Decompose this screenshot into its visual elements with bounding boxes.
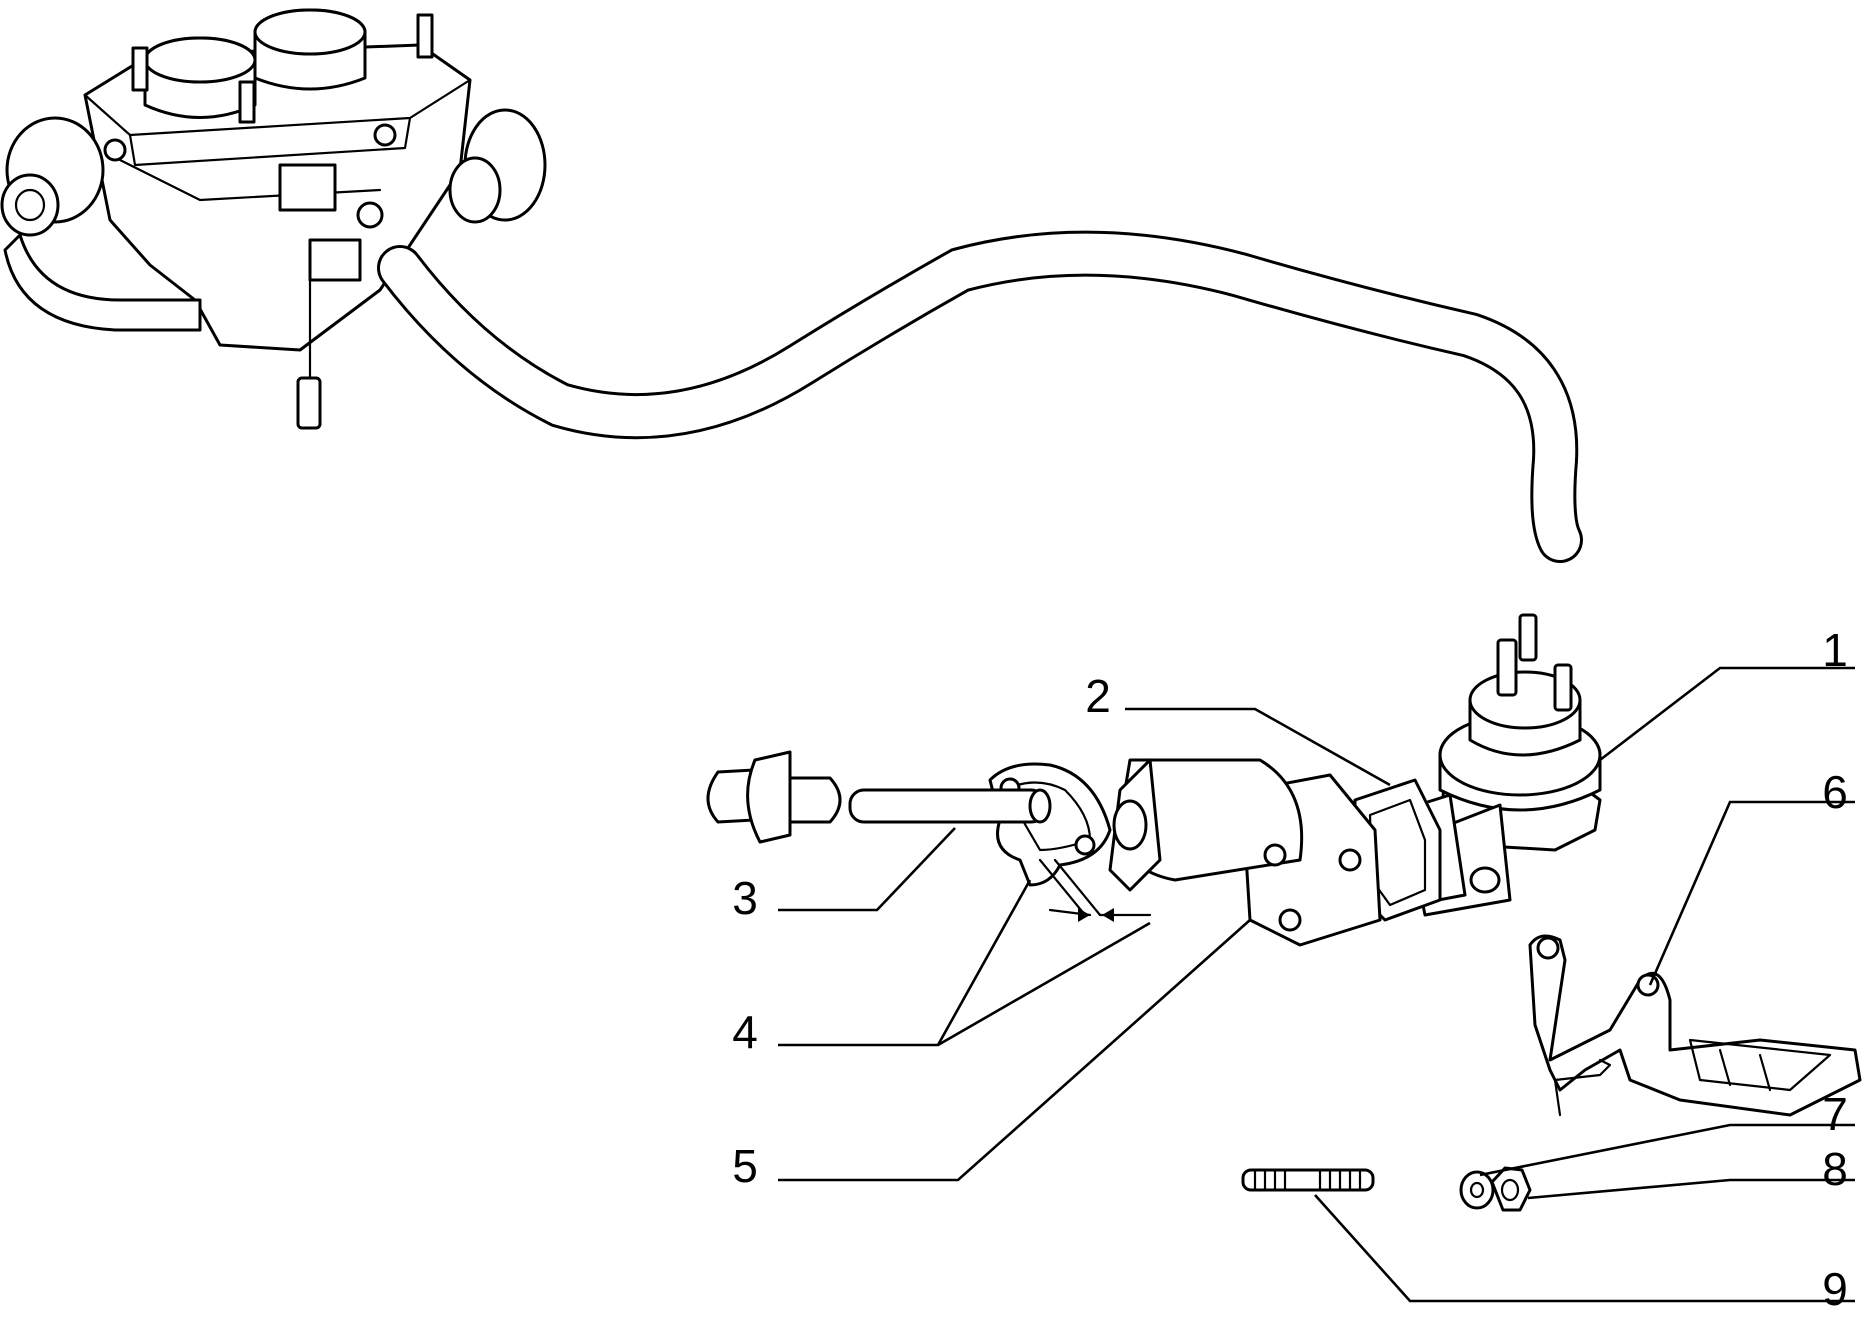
callout-8: 8	[1822, 1143, 1848, 1195]
leader-4b	[937, 921, 1151, 1047]
callout-2: 2	[1085, 670, 1111, 722]
leader-1	[1599, 666, 1855, 762]
washer	[1459, 1170, 1495, 1210]
callout-7: 7	[1822, 1088, 1848, 1140]
camshaft-stub	[706, 750, 842, 844]
fuel-hose	[377, 230, 1583, 563]
leader-3	[778, 827, 956, 912]
fuel-pump	[1368, 613, 1602, 917]
insulating-spacer	[1108, 758, 1382, 947]
callout-3: 3	[732, 872, 758, 924]
bracket	[1528, 934, 1862, 1117]
callout-numbers: 1 2 3 4 5 6 7 8 9	[732, 624, 1848, 1315]
callout-6: 6	[1822, 766, 1848, 818]
carburetor	[0, 8, 547, 430]
callout-5: 5	[732, 1140, 758, 1192]
leader-9	[1314, 1194, 1855, 1303]
leader-2	[1125, 707, 1391, 787]
leader-4a	[778, 879, 1032, 1047]
leader-7	[1479, 1123, 1855, 1177]
callout-9: 9	[1822, 1263, 1848, 1315]
stud	[1241, 1168, 1375, 1192]
callout-1: 1	[1822, 624, 1848, 676]
nut	[1490, 1166, 1532, 1212]
leader-lines	[778, 666, 1855, 1303]
leader-5	[778, 919, 1251, 1182]
leader-6	[1648, 800, 1855, 986]
leader-8	[1527, 1178, 1855, 1200]
pushrod	[848, 788, 1052, 824]
callout-4: 4	[732, 1006, 758, 1058]
